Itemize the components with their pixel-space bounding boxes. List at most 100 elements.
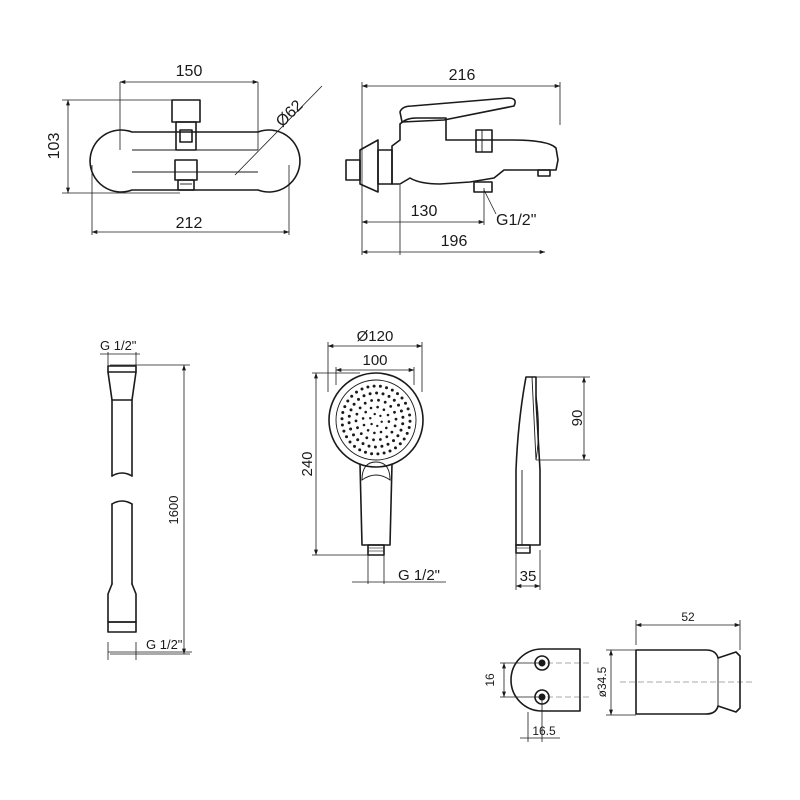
spray-hole — [372, 438, 375, 442]
spray-hole — [350, 394, 354, 398]
handshower-side-view: 90 35 — [515, 376, 590, 590]
spray-hole — [387, 394, 391, 398]
spray-hole — [408, 419, 412, 423]
spray-hole — [386, 442, 390, 446]
shower-length: 240 — [299, 451, 316, 476]
hose-length: 1600 — [166, 496, 181, 525]
spray-hole — [406, 407, 410, 411]
dim-center-distance: 130 — [411, 203, 438, 220]
spray-hole — [355, 412, 359, 416]
spray-hole — [363, 401, 367, 405]
spray-hole — [364, 410, 368, 414]
spray-hole — [358, 448, 362, 452]
holder-diameter: ø34.5 — [595, 666, 609, 697]
spray-hole — [370, 422, 373, 426]
spray-hole — [390, 430, 394, 434]
spray-hole — [348, 440, 352, 444]
spray-hole — [353, 444, 356, 448]
spray-hole — [340, 423, 344, 427]
spray-hole — [385, 426, 388, 430]
spray-hole — [368, 392, 372, 396]
spray-hole — [359, 432, 363, 435]
spray-hole — [354, 419, 358, 423]
spray-hole — [401, 422, 405, 426]
spray-hole — [379, 430, 383, 434]
holder-side-view: 52 ø34.5 — [595, 610, 752, 716]
spray-hole — [383, 400, 387, 404]
spray-hole — [342, 429, 346, 433]
spray-hole — [375, 391, 379, 395]
spray-hole — [389, 405, 393, 408]
spray-hole — [402, 437, 406, 441]
spray-hole — [376, 405, 379, 409]
spray-hole — [347, 421, 351, 425]
shower-thread: G 1/2" — [398, 567, 440, 584]
spray-hole — [400, 396, 404, 400]
handshower-front-view: Ø120 100 240 G 1/2" — [299, 328, 446, 584]
spray-hole — [393, 424, 397, 428]
handle-depth: 35 — [520, 568, 537, 585]
hose-view: G 1/2" 1600 G 1/2" — [100, 338, 192, 660]
dim-width-top: 150 — [176, 63, 203, 80]
dim-length-bottom: 196 — [441, 233, 468, 250]
hose-thread-bottom: G 1/2" — [146, 637, 183, 652]
spray-hole — [379, 414, 382, 418]
holder-front-view: 16 16.5 — [483, 648, 590, 742]
hose-thread-top: G 1/2" — [100, 338, 137, 353]
spray-hole — [358, 406, 362, 410]
spray-hole — [366, 385, 370, 389]
hole-spacing: 16 — [483, 673, 497, 687]
spray-hole — [373, 445, 377, 449]
spray-hole — [370, 399, 373, 402]
spray-hole — [369, 406, 373, 410]
spray-hole — [399, 428, 403, 432]
dim-length-total: 216 — [449, 67, 476, 84]
spray-hole — [398, 442, 402, 446]
spray-hole — [394, 417, 398, 421]
spray-hole — [343, 405, 347, 409]
spray-hole — [345, 435, 348, 439]
spray-hole — [349, 408, 353, 412]
spray-hole — [355, 390, 358, 394]
dim-diameter: Ø62 — [273, 97, 306, 130]
spray-hole — [390, 388, 394, 392]
spray-hole — [370, 452, 374, 456]
spray-hole — [366, 429, 370, 432]
spray-hole — [408, 413, 412, 417]
spray-hole — [382, 451, 386, 455]
spray-hole — [376, 424, 379, 428]
spray-hole — [373, 431, 376, 435]
spray-hole — [392, 398, 396, 402]
spray-hole — [407, 426, 411, 429]
spray-hole — [394, 446, 397, 450]
spray-hole — [364, 450, 367, 454]
spray-hole — [381, 392, 385, 396]
spray-hole — [385, 435, 389, 439]
spray-hole — [360, 387, 364, 391]
spray-hole — [352, 433, 355, 437]
spray-hole — [361, 417, 365, 420]
spray-hole — [388, 449, 392, 453]
mixer-side-view: 216 130 G1/2" 196 — [345, 67, 561, 255]
spray-hole — [346, 399, 350, 403]
spray-hole — [396, 434, 400, 438]
head-diameter: Ø120 — [357, 328, 394, 345]
spray-hole — [372, 384, 376, 388]
spray-hole — [356, 438, 360, 442]
spray-hole — [367, 444, 371, 448]
spray-hole — [362, 423, 366, 427]
spray-hole — [356, 426, 359, 430]
spray-hole — [352, 402, 356, 406]
spray-hole — [373, 412, 376, 416]
spray-hole — [361, 442, 365, 446]
spray-hole — [369, 417, 372, 420]
spray-holes — [340, 384, 412, 456]
dim-width-bottom: 212 — [176, 215, 203, 232]
spray-hole — [378, 384, 382, 388]
spray-hole — [380, 420, 383, 423]
mixer-front-view: 150 103 Ø62 212 — [46, 63, 323, 235]
spray-hole — [377, 398, 380, 402]
spray-hole — [386, 413, 390, 417]
spray-hole — [365, 436, 369, 440]
spray-hole — [393, 410, 396, 414]
